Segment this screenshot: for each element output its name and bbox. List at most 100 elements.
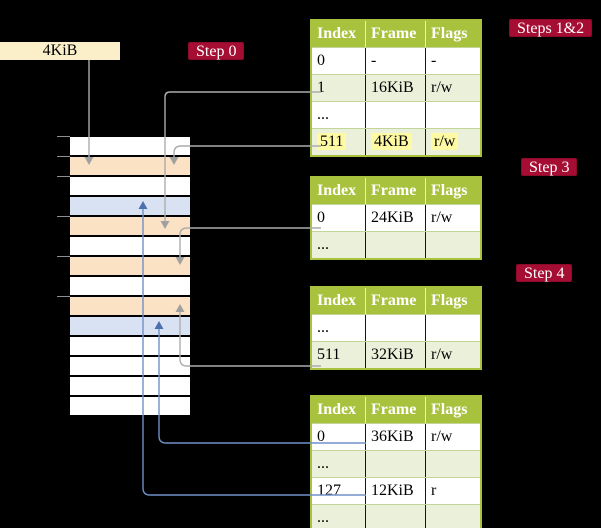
column-header: Index xyxy=(312,21,366,47)
table-cell: 16KiB xyxy=(366,75,426,101)
memory-frame-row-0 xyxy=(70,137,190,155)
table-row: ... xyxy=(312,450,480,477)
table-row: 511 4KiB r/w xyxy=(312,128,480,155)
memory-frame-row-1 xyxy=(70,157,190,175)
table-cell: 4KiB xyxy=(366,129,426,155)
table-cell xyxy=(366,451,426,477)
table-cell: 24KiB xyxy=(366,205,426,231)
table-cell: 32KiB xyxy=(366,342,426,368)
table-cell: 0 xyxy=(312,205,366,231)
step-3-label: Step 3 xyxy=(521,158,578,176)
table-cell: - xyxy=(366,48,426,74)
arrow-pt2-index0-to-frame-24kib xyxy=(179,227,321,257)
table-cell xyxy=(366,232,426,258)
steps-1-2-label: Steps 1&2 xyxy=(509,19,593,37)
memory-frame-row-7 xyxy=(70,277,190,295)
memory-frame-row-5 xyxy=(70,237,190,255)
table-row: 0-- xyxy=(312,47,480,74)
table-cell: 1 xyxy=(312,75,366,101)
step-0-label: Step 0 xyxy=(188,42,245,60)
column-header: Frame xyxy=(366,288,426,314)
memory-frame-row-12 xyxy=(70,377,190,395)
column-header: Frame xyxy=(366,21,426,47)
table-cell xyxy=(366,505,426,528)
column-header: Frame xyxy=(366,397,426,423)
memory-frame-row-8 xyxy=(70,297,190,315)
table-cell: r/w xyxy=(431,79,453,96)
arrow-pt1-index511-to-frame-4kib xyxy=(173,145,321,157)
highlighted-value: r/w xyxy=(431,133,459,150)
table-cell: r xyxy=(431,482,437,499)
table-cell: r/w xyxy=(426,129,480,155)
table-cell: 0 xyxy=(312,424,366,450)
page-size-box: 4KiB xyxy=(0,42,120,60)
table-cell: ... xyxy=(312,102,366,128)
table-row: ... xyxy=(312,231,480,258)
table-cell: r/w xyxy=(431,209,453,226)
table-cell: r/w xyxy=(431,346,453,363)
table-cell: 511 xyxy=(312,129,366,155)
table-cell: ... xyxy=(312,232,366,258)
table-cell xyxy=(366,315,426,341)
highlighted-value: 511 xyxy=(317,133,347,150)
table-cell: 36KiB xyxy=(366,424,426,450)
memory-frame-row-11 xyxy=(70,357,190,375)
memory-frame-row-10 xyxy=(70,337,190,355)
memory-boundary-tick xyxy=(57,216,70,217)
table-cell: ... xyxy=(312,505,366,528)
column-header: Flags xyxy=(431,25,468,42)
table-cell: 127 xyxy=(312,478,366,504)
table-cell xyxy=(426,451,480,477)
table-cell: 0 xyxy=(312,48,366,74)
memory-frame-row-4 xyxy=(70,217,190,235)
column-header: Flags xyxy=(431,292,468,309)
table-row: ... xyxy=(312,101,480,128)
table-cell xyxy=(426,315,480,341)
memory-boundary-tick xyxy=(57,136,70,137)
column-header: Flags xyxy=(431,182,468,199)
table-cell xyxy=(426,232,480,258)
column-header: Frame xyxy=(366,178,426,204)
memory-frame-row-3 xyxy=(70,197,190,215)
column-header: Flags xyxy=(431,401,468,418)
memory-frame-row-2 xyxy=(70,177,190,195)
table-cell xyxy=(426,505,480,528)
arrow-pt3-index511-to-frame-32kib xyxy=(179,312,321,367)
column-header: Index xyxy=(312,397,366,423)
physical-memory-stack xyxy=(70,137,190,415)
column-header: Index xyxy=(312,178,366,204)
memory-frame-row-9 xyxy=(70,317,190,335)
table-cell xyxy=(426,102,480,128)
table-cell xyxy=(366,102,426,128)
table-cell: 12KiB xyxy=(366,478,426,504)
step-4-label: Step 4 xyxy=(516,264,573,282)
table-cell: ... xyxy=(312,451,366,477)
table-row: ... xyxy=(312,314,480,341)
table-row: ... xyxy=(312,504,480,528)
memory-frame-row-6 xyxy=(70,257,190,275)
table-cell: r/w xyxy=(431,428,453,445)
highlighted-value: 4KiB xyxy=(371,133,412,150)
memory-boundary-tick xyxy=(57,296,70,297)
memory-frame-row-13 xyxy=(70,397,190,415)
table-cell: 511 xyxy=(312,342,366,368)
memory-boundary-tick xyxy=(57,256,70,257)
column-header: Index xyxy=(312,288,366,314)
table-cell: ... xyxy=(312,315,366,341)
memory-boundary-tick xyxy=(57,176,70,177)
memory-boundary-tick xyxy=(57,156,70,157)
